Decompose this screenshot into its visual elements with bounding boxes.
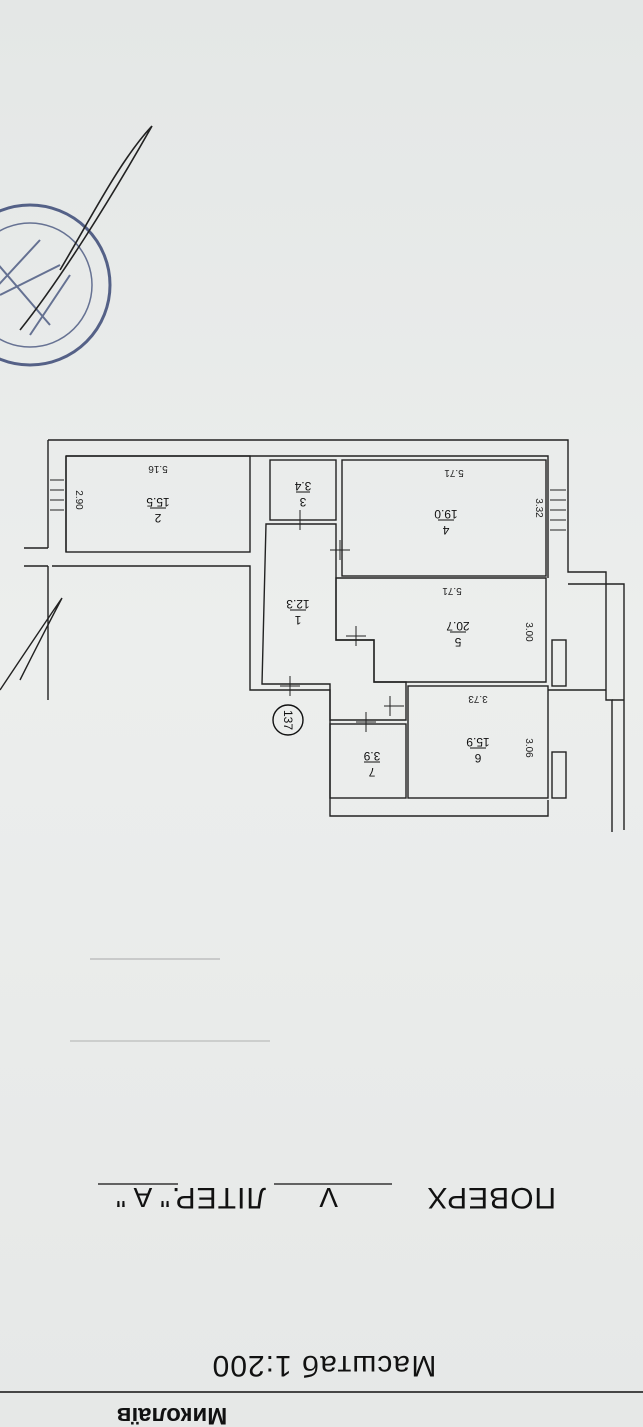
- room-1-area: 12.3: [286, 597, 310, 611]
- signature-stroke: [19, 125, 153, 331]
- room-5-area: 20.7: [446, 619, 470, 633]
- room-4-number: 4: [442, 523, 449, 537]
- dim-room2-length: 5.16: [148, 463, 168, 474]
- liter-value: " А ": [116, 1182, 170, 1213]
- apartment-number: 137: [281, 710, 295, 730]
- floor-liter-line: ПОВЕРХ V ЛІТЕР. " А ": [98, 1181, 556, 1214]
- reverse-bleed-through: [70, 958, 270, 1042]
- room-3-label: 3 3.4: [294, 479, 311, 509]
- apartment-number-badge: 137: [272, 704, 304, 736]
- room-3-area: 3.4: [294, 479, 311, 493]
- window-room-5: [551, 639, 567, 687]
- window-room-6: [551, 751, 567, 799]
- outer-wall-inner: [24, 455, 549, 578]
- floor-value: V: [319, 1182, 338, 1213]
- room-6-label: 6 15.9: [466, 735, 490, 765]
- room-2-label: 2 15.5: [146, 495, 170, 525]
- room-4-outline: [341, 459, 547, 577]
- dim-room2-width: 2.90: [73, 490, 84, 510]
- fraction-bars: [150, 491, 486, 763]
- stamp-seal: [0, 203, 112, 367]
- balcony-outline: [548, 583, 625, 830]
- floor-label: ПОВЕРХ: [426, 1181, 556, 1214]
- room-5-number: 5: [454, 635, 461, 649]
- city-name: Миколаїв: [117, 1402, 228, 1427]
- liter-label: ЛІТЕР.: [171, 1181, 266, 1214]
- signature-stroke-lower: [0, 597, 63, 691]
- door-marks: [280, 510, 404, 732]
- dim-room6-width: 3.06: [523, 738, 534, 758]
- room-4-label: 4 19.0: [434, 507, 458, 537]
- dim-room5-length: 5.71: [442, 585, 462, 596]
- room-3-number: 3: [299, 495, 306, 509]
- room-6-area: 15.9: [466, 735, 490, 749]
- window-room-2: [50, 479, 64, 511]
- room-7-label: 7 3.9: [363, 749, 380, 779]
- dim-room4-length: 5.71: [444, 467, 464, 478]
- room-6-outline: [407, 685, 549, 799]
- room-1-outline: [261, 523, 407, 721]
- dim-room5-width: 3.00: [523, 622, 534, 642]
- room-5-outline: [335, 577, 547, 683]
- room-4-area: 19.0: [434, 507, 458, 521]
- scale-label: Масштаб 1:200: [212, 1349, 437, 1382]
- room-2-outline: [65, 455, 251, 553]
- dim-room6-length: 3.73: [468, 693, 488, 704]
- room-2-number: 2: [154, 511, 161, 525]
- room-2-area: 15.5: [146, 495, 170, 509]
- room-7-outline: [329, 723, 407, 799]
- room-5-label: 5 20.7: [446, 619, 470, 649]
- room-1-number: 1: [294, 613, 301, 627]
- room-7-area: 3.9: [363, 749, 380, 763]
- room-6-number: 6: [474, 751, 481, 765]
- room-1-label: 1 12.3: [286, 597, 310, 627]
- room-7-number: 7: [368, 765, 375, 779]
- dim-room4-width: 3.32: [533, 498, 544, 518]
- floor-plan: 2 15.5 3 3.4 4 19.0 1 12.3 5 20.7 6 15.9…: [24, 439, 625, 832]
- window-room-4: [550, 489, 566, 531]
